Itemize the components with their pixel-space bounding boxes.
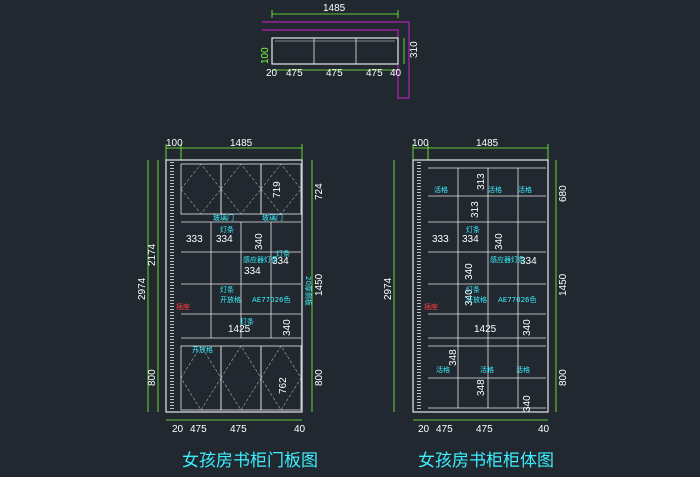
door-note-3: 灯条 — [220, 225, 234, 234]
body-inner-label-12: 340 — [522, 319, 533, 336]
body-inner-label-13: 340 — [522, 395, 533, 412]
body-note-5: 感应器灯条 — [490, 255, 525, 264]
body-bottom-label-4: 40 — [538, 424, 550, 435]
body-inner-label-1: 313 — [476, 173, 487, 190]
body-cabinet-outline — [412, 159, 549, 413]
door-inner-label-3: 334 — [216, 234, 233, 245]
body-inner-label-6: 340 — [464, 263, 475, 280]
door-note-10: AE77026色 — [252, 295, 290, 304]
door-inner-label-1: 719 — [272, 181, 283, 198]
door-right-label-3: 800 — [314, 369, 325, 386]
door-bottom-label-2: 475 — [190, 424, 207, 435]
door-inner-label-2: 333 — [186, 234, 203, 245]
body-inner-label-8: 340 — [464, 289, 475, 306]
door-view-caption: 女孩房书柜门板图 — [182, 451, 318, 471]
door-note-7: 灯条 — [240, 317, 254, 326]
door-note-6: 开放格 — [220, 295, 241, 304]
body-note-10: 活格 — [480, 365, 494, 374]
top-width-label: 1485 — [323, 3, 346, 14]
top-depth-label: 310 — [409, 41, 420, 58]
body-note-11: 活格 — [516, 365, 530, 374]
body-bottom-label-2: 475 — [436, 424, 453, 435]
door-side-note: 20厚侧板 — [304, 276, 313, 306]
door-note-9: 开放格 — [192, 345, 213, 354]
top-bottom-label-1: 20 — [266, 68, 278, 79]
body-note-7: 开放格 — [466, 295, 487, 304]
body-top-label-2: 1485 — [476, 138, 499, 149]
body-right-label-2: 1450 — [558, 273, 569, 296]
top-bottom-label-2: 475 — [286, 68, 303, 79]
body-note-8: AE77026色 — [498, 295, 536, 304]
door-top-label-2: 1485 — [230, 138, 253, 149]
top-bottom-label-4: 475 — [366, 68, 383, 79]
door-left-label-1: 2974 — [137, 277, 148, 300]
door-bottom-label-4: 40 — [294, 424, 306, 435]
door-right-label-1: 724 — [314, 183, 325, 200]
body-left-label-1: 2974 — [383, 277, 394, 300]
top-left-label: 100 — [260, 47, 271, 64]
body-note-4: 灯条 — [466, 225, 480, 234]
door-inner-label-5: 334 — [272, 256, 289, 267]
top-view: 1485 310 100 20 475 475 475 40 — [260, 3, 420, 99]
body-inner-label-11: 348 — [476, 379, 487, 396]
door-red-note: 插座 — [176, 302, 190, 311]
door-note-4: 灯条 — [276, 249, 290, 258]
door-note-8: 感应器灯条 — [243, 255, 278, 264]
top-bottom-label-5: 40 — [390, 68, 402, 79]
top-view-outline — [271, 37, 399, 65]
body-top-label-1: 100 — [412, 138, 429, 149]
body-inner-label-7: 334 — [520, 256, 537, 267]
body-note-2: 活格 — [488, 185, 502, 194]
door-note-5: 灯条 — [220, 285, 234, 294]
door-cabinet-outline — [165, 159, 303, 413]
door-inner-label-9: 762 — [278, 377, 289, 394]
body-view: 100 1485 2974 680 1450 800 313 313 333 3… — [383, 138, 569, 471]
body-right-label-3: 800 — [558, 369, 569, 386]
door-inner-label-7: 1425 — [228, 324, 251, 335]
door-note-1: 玻璃门 — [213, 213, 234, 222]
door-inner-label-4: 340 — [254, 233, 265, 250]
body-note-9: 活格 — [436, 365, 450, 374]
door-view: 100 1485 2974 2174 800 — [137, 138, 325, 471]
body-inner-label-4: 334 — [462, 234, 479, 245]
door-top-label-1: 100 — [166, 138, 183, 149]
door-left-label-3: 800 — [147, 369, 158, 386]
body-bottom-label-3: 475 — [476, 424, 493, 435]
body-inner-label-5: 340 — [494, 233, 505, 250]
door-right-label-2: 1450 — [314, 273, 325, 296]
door-note-2: 玻璃门 — [262, 213, 283, 222]
body-note-3: 活格 — [518, 185, 532, 194]
body-note-1: 活格 — [434, 185, 448, 194]
body-right-label-1: 680 — [558, 185, 569, 202]
door-left-label-2: 2174 — [147, 243, 158, 266]
body-bottom-label-1: 20 — [418, 424, 430, 435]
body-inner-label-3: 333 — [432, 234, 449, 245]
door-inner-label-8: 340 — [282, 319, 293, 336]
door-inner-label-6: 334 — [244, 266, 261, 277]
body-note-6: 灯条 — [466, 285, 480, 294]
top-view-leader — [262, 21, 410, 99]
door-bottom-label-3: 475 — [230, 424, 247, 435]
body-inner-label-2: 313 — [470, 201, 481, 218]
body-inner-label-10: 348 — [448, 349, 459, 366]
door-bottom-label-1: 20 — [172, 424, 184, 435]
body-red-note: 插座 — [424, 302, 438, 311]
top-bottom-label-3: 475 — [326, 68, 343, 79]
body-inner-label-9: 1425 — [474, 324, 497, 335]
body-view-caption: 女孩房书柜柜体图 — [418, 451, 554, 471]
